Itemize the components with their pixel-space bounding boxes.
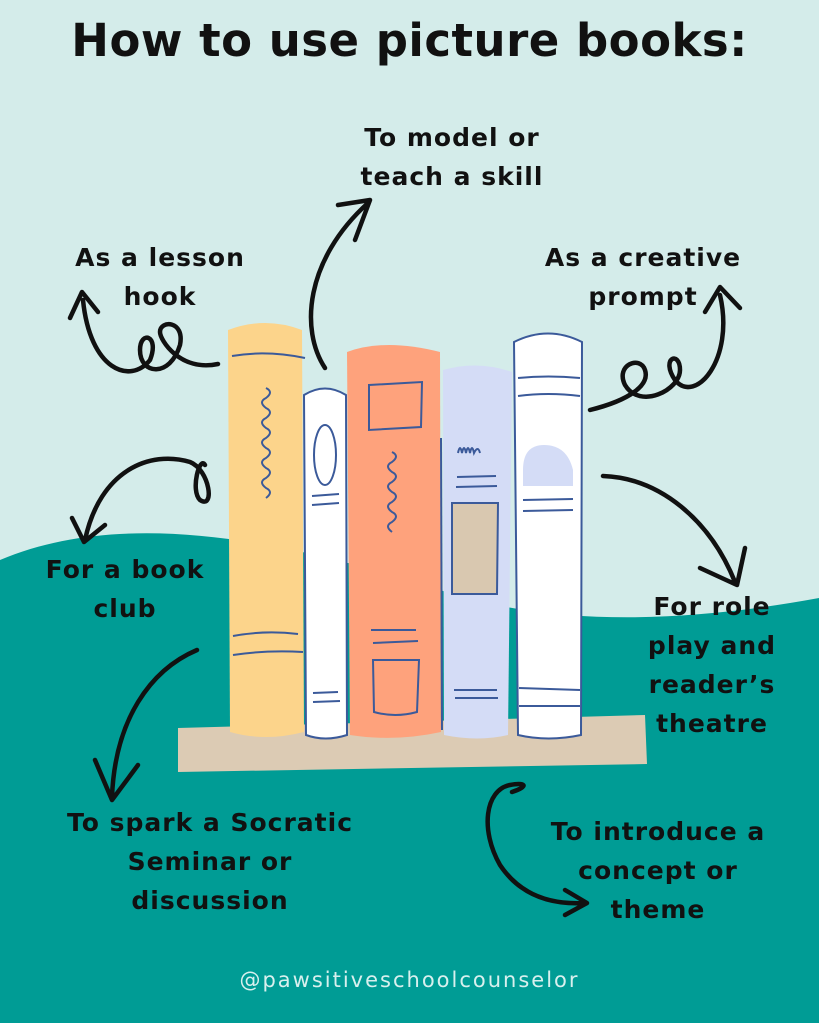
label-creative-prompt: As a creative prompt	[545, 238, 741, 316]
label-line: As a lesson	[75, 243, 245, 272]
label-line: prompt	[588, 282, 698, 311]
label-line: To model or	[364, 123, 540, 152]
arrow-socratic	[92, 647, 200, 803]
arrow-model	[308, 197, 373, 371]
book-emblem	[523, 445, 573, 486]
label-line: theatre	[656, 709, 768, 738]
book-orange	[347, 345, 441, 738]
label-line: For role	[653, 592, 771, 621]
label-line: theme	[610, 895, 706, 924]
arrow-hook	[67, 289, 221, 374]
label-lesson-hook: As a lesson hook	[75, 238, 245, 316]
label-line: club	[93, 594, 157, 623]
label-line: reader’s	[648, 670, 776, 699]
label-line: play and	[647, 631, 777, 660]
label-line: hook	[123, 282, 197, 311]
teal-wave	[0, 533, 819, 1023]
book-yellow	[228, 323, 304, 737]
label-line: For a book	[45, 555, 205, 584]
label-book-club: For a book club	[46, 550, 205, 628]
label-line: As a creative	[544, 243, 742, 272]
label-line: Seminar or	[127, 847, 293, 876]
label-role-play: For role play and reader’s theatre	[648, 587, 776, 743]
book-white-tall	[512, 332, 584, 740]
label-line: To introduce a	[550, 817, 766, 846]
label-line: teach a skill	[360, 162, 544, 191]
label-line: To spark a Socratic	[66, 808, 354, 837]
label-introduce-concept: To introduce a concept or theme	[551, 812, 765, 929]
page-title: How to use picture books:	[71, 14, 748, 67]
book-white-thin	[302, 387, 349, 740]
label-model-skill: To model or teach a skill	[361, 118, 544, 196]
arrow-roleplay	[600, 473, 748, 588]
arrow-creative	[587, 284, 743, 413]
label-line: concept or	[578, 856, 738, 885]
arrow-bookclub	[69, 456, 211, 545]
footer-handle: @pawsitiveschoolcounselor	[239, 968, 580, 992]
label-line: discussion	[131, 886, 289, 915]
arrow-concept	[485, 781, 590, 918]
